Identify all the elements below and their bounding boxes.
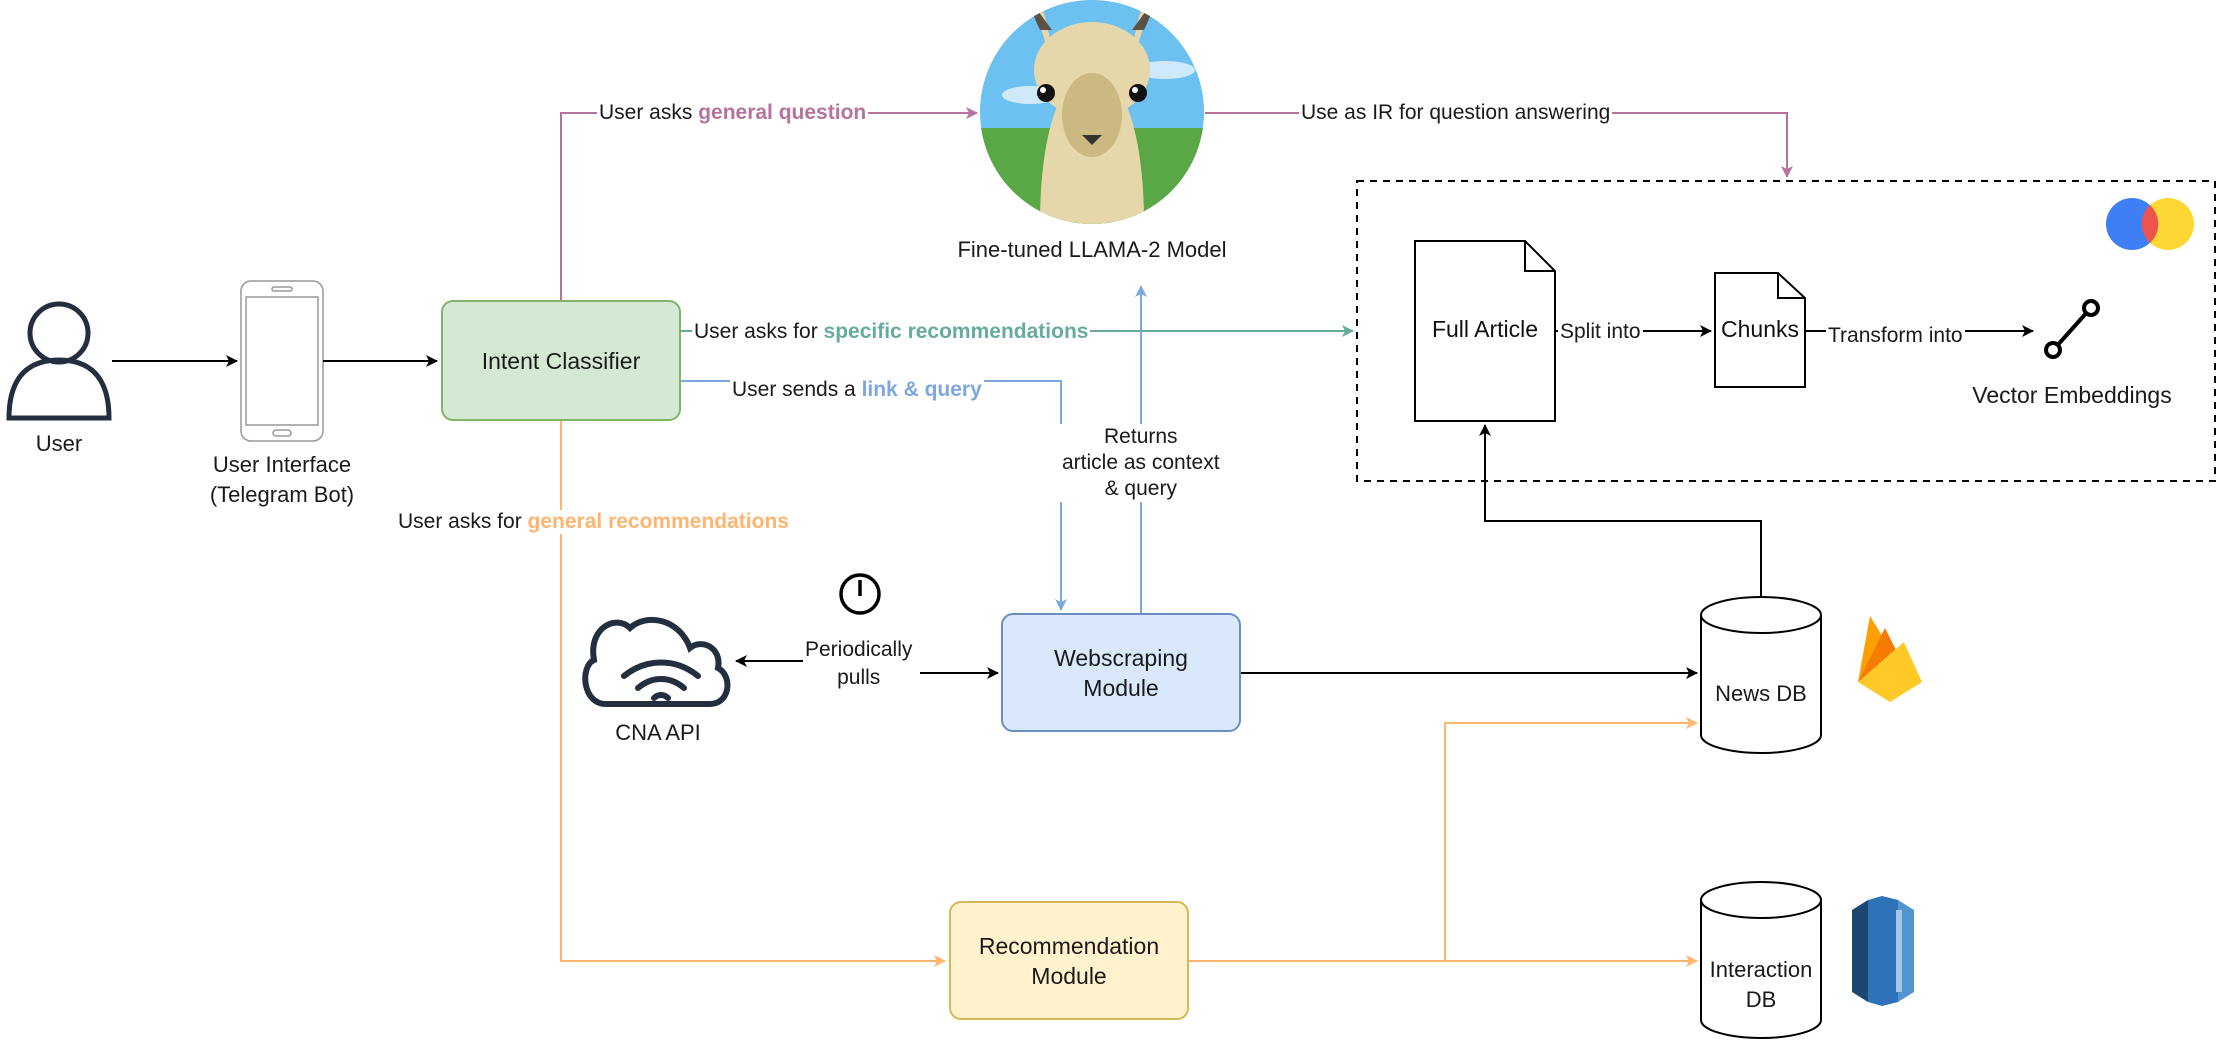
full-article-doc	[1414, 240, 1556, 422]
periodically-line2: pulls	[837, 666, 881, 689]
edge-label-specific-recommendations: User asks for specific recommendations	[692, 320, 1091, 344]
intent-classifier-box[interactable]: Intent Classifier	[441, 300, 681, 421]
vector-embeddings-label: Vector Embeddings	[1972, 382, 2172, 408]
edge-label-link-query: User sends a link & query	[730, 378, 984, 402]
user-interface-line1: User Interface	[212, 452, 352, 477]
returns-line1: Returns	[1104, 425, 1178, 448]
news-db-label: News DB	[1715, 681, 1807, 706]
llama-model-label: Fine-tuned LLAMA-2 Model	[957, 237, 1227, 262]
news-db-cylinder	[1700, 596, 1822, 754]
full-article-label: Full Article	[1431, 316, 1539, 342]
aws-rds-icon	[1852, 896, 1914, 1006]
phone-icon	[240, 280, 324, 442]
returns-line2: article as context	[1062, 451, 1220, 474]
timer-icon	[839, 573, 881, 615]
user-icon	[6, 301, 112, 421]
highlight-general-question: general question	[698, 101, 867, 124]
webscraping-module-box[interactable]: Webscraping Module	[1001, 613, 1241, 732]
chunks-doc	[1714, 272, 1806, 388]
cna-api-label: CNA API	[615, 720, 701, 745]
logo-icon	[2106, 198, 2194, 250]
interaction-db-label: Interaction DB	[1701, 955, 1821, 1015]
webscraping-label-line2: Module	[1083, 674, 1159, 701]
edge-label-returns-context: Returns article as context & query	[1060, 424, 1222, 502]
edge-label-use-as-ir: Use as IR for question answering	[1299, 101, 1613, 125]
highlight-link-query: link & query	[861, 378, 982, 401]
vector-embedding-icon	[2044, 299, 2100, 359]
recommendation-module-box[interactable]: Recommendation Module	[949, 901, 1189, 1020]
user-label: User	[35, 431, 83, 456]
recommendation-label-line2: Module	[1031, 962, 1107, 989]
edge-label-transform-into: Transform into	[1826, 324, 1965, 348]
highlight-general-recommendations: general recommendations	[527, 510, 789, 533]
edge-label-split-into: Split into	[1558, 320, 1643, 344]
recommendation-label-line1: Recommendation	[978, 932, 1160, 959]
intent-classifier-label: Intent Classifier	[481, 347, 641, 374]
edge-label-general-recommendations: User asks for general recommendations	[396, 510, 791, 534]
user-interface-line2: (Telegram Bot)	[209, 482, 355, 507]
interaction-db-line2: DB	[1745, 987, 1777, 1012]
edge-label-periodically-pulls: Periodically pulls	[803, 636, 915, 692]
periodically-line1: Periodically	[805, 638, 913, 661]
orange-edges	[560, 421, 1698, 967]
highlight-specific-recommendations: specific recommendations	[823, 320, 1089, 343]
interaction-db-cylinder	[1700, 881, 1822, 1039]
user-interface-label: User Interface (Telegram Bot)	[182, 450, 382, 510]
webscraping-label-line1: Webscraping	[1054, 644, 1188, 671]
interaction-db-line1: Interaction	[1709, 957, 1813, 982]
edge-label-general-question: User asks general question	[597, 101, 869, 125]
llama-icon	[980, 0, 1204, 224]
returns-line3: & query	[1104, 477, 1177, 500]
vector-store-container	[1356, 180, 2216, 482]
cloud-icon	[582, 616, 731, 707]
chunks-label: Chunks	[1721, 316, 1799, 342]
firebase-icon	[1858, 616, 1922, 702]
